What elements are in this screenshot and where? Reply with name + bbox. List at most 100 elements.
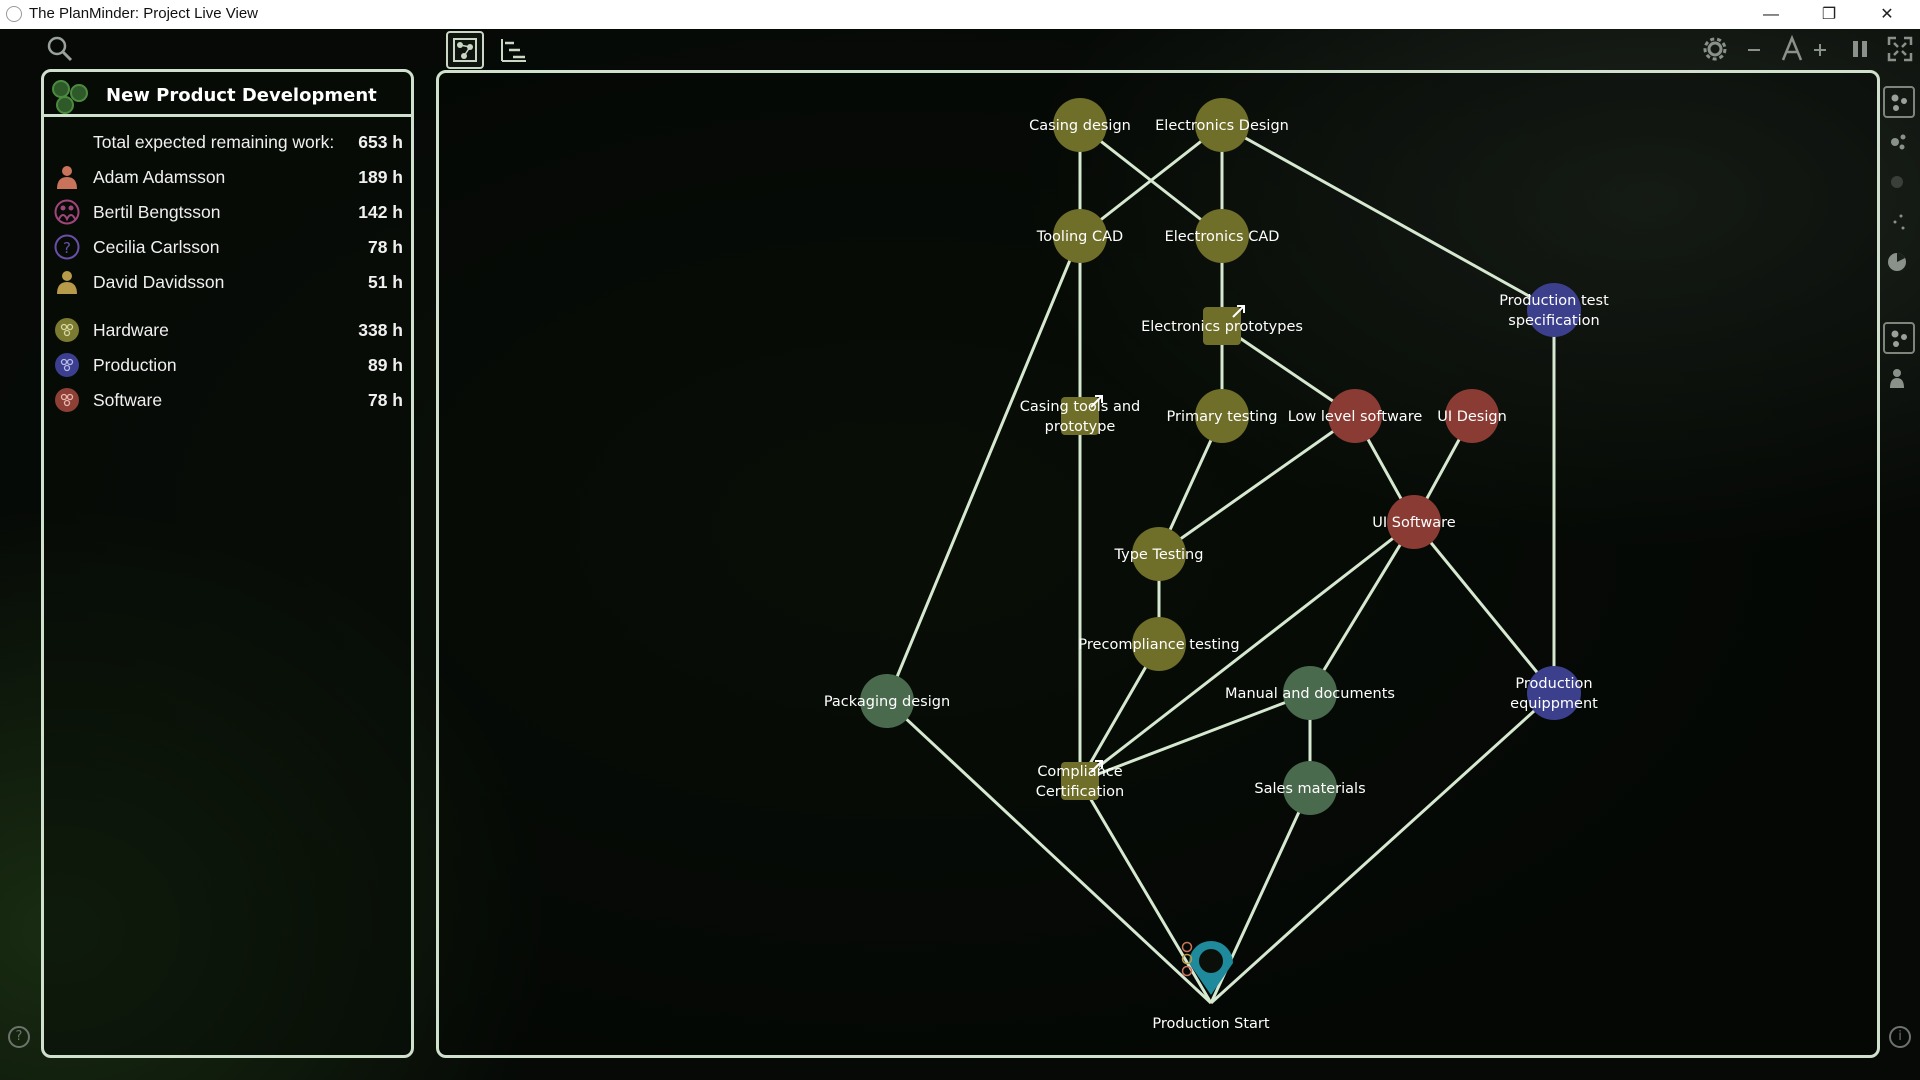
task-node-electronics-design[interactable] — [1195, 98, 1249, 152]
minimize-button[interactable]: — — [1763, 6, 1779, 23]
status-dot — [1181, 941, 1193, 953]
gantt-view-button[interactable] — [494, 31, 532, 69]
task-node-low-level-software[interactable] — [1328, 389, 1382, 443]
team-hours: 338 h — [358, 320, 403, 340]
node-label-sales-materials: Sales materials — [1254, 781, 1365, 797]
person-name: Cecilia Carlsson — [93, 237, 220, 257]
layout-view-button[interactable] — [1883, 86, 1915, 118]
search-icon[interactable] — [45, 34, 75, 64]
app-icon — [6, 6, 22, 22]
person-filter-icon[interactable] — [1883, 364, 1915, 396]
project-title: New Product Development — [106, 85, 377, 106]
task-node-tooling-cad[interactable] — [1053, 209, 1107, 263]
team-row-hardware[interactable]: Hardware 338 h — [44, 315, 411, 345]
network-view-icon — [453, 38, 477, 62]
team-hardware-icon — [54, 317, 80, 343]
edge-packaging_design-to-production_start — [885, 699, 1213, 1005]
team-name: Software — [93, 390, 163, 410]
help-icon[interactable]: ? — [8, 1026, 30, 1048]
task-node-electronics-cad[interactable] — [1195, 209, 1249, 263]
zoom-out-icon[interactable] — [1742, 34, 1766, 64]
blur-view-icon[interactable] — [1883, 168, 1915, 200]
node-label-precompliance-testing: Precompliance testing — [1078, 637, 1239, 653]
node-label-low-level-software: Low level software — [1288, 409, 1423, 425]
status-dot — [1181, 953, 1193, 965]
pie-view-icon[interactable] — [1883, 248, 1915, 280]
task-node-ui-design[interactable] — [1445, 389, 1499, 443]
person-row-bertil[interactable]: Bertil Bengtsson 142 h — [44, 197, 411, 227]
task-node-type-testing[interactable] — [1132, 527, 1186, 581]
edge-low_level_software-to-type_testing — [1158, 414, 1356, 556]
total-work-row: Total expected remaining work: 653 h — [44, 127, 411, 157]
node-label-manual-documents: Manual and documents — [1225, 686, 1395, 702]
person-icon — [54, 269, 80, 295]
project-logo-icon — [52, 80, 98, 114]
total-work-label: Total expected remaining work: — [93, 132, 335, 152]
close-button[interactable]: ✕ — [1880, 6, 1894, 23]
window-titlebar: The PlanMinder: Project Live View — ❐ ✕ — [0, 0, 1920, 29]
node-label-ui-software: UI Software — [1372, 515, 1455, 531]
edge-ui_software-to-compliance_cert — [1079, 520, 1415, 783]
edges-layer — [885, 123, 1556, 1005]
task-node-production-equipment[interactable] — [1527, 666, 1581, 720]
node-label-ui-design: UI Design — [1437, 409, 1507, 425]
team-software-icon — [54, 387, 80, 413]
person-name: David Davidsson — [93, 272, 225, 292]
team-row-software[interactable]: Software 78 h — [44, 385, 411, 415]
team-row-production[interactable]: Production 89 h — [44, 350, 411, 380]
task-node-production-start[interactable] — [1181, 941, 1234, 995]
gantt-view-icon — [501, 39, 526, 62]
team-filter-button[interactable] — [1883, 322, 1915, 354]
gear-icon[interactable] — [1700, 34, 1730, 64]
node-label-tooling-cad: Tooling CAD — [1036, 229, 1123, 245]
edge-electronics_design-to-tooling_cad — [1079, 123, 1223, 238]
pause-icon[interactable] — [1846, 34, 1874, 64]
edge-electronics_design-to-production_test_spec — [1221, 123, 1555, 312]
task-node-ui-software[interactable] — [1387, 495, 1441, 549]
node-label-type-testing: Type Testing — [1114, 547, 1204, 563]
task-node-casing-tools[interactable] — [1061, 395, 1103, 435]
info-icon[interactable]: i — [1889, 1026, 1911, 1048]
task-node-electronics-prototypes[interactable] — [1203, 305, 1245, 345]
external-link-icon — [1232, 305, 1245, 318]
edge-compliance_cert-to-production_start — [1078, 780, 1213, 1004]
team-hours: 78 h — [367, 390, 403, 410]
team-name: Production — [93, 355, 177, 375]
project-header: New Product Development — [44, 72, 411, 117]
task-node-sales-materials[interactable] — [1283, 761, 1337, 815]
person-row-cecilia[interactable]: ? Cecilia Carlsson 78 h — [44, 232, 411, 262]
person-hours: 78 h — [367, 237, 403, 257]
person-name: Bertil Bengtsson — [93, 202, 221, 222]
fullscreen-icon[interactable] — [1885, 34, 1915, 64]
group-icon — [54, 199, 80, 225]
person-hours: 51 h — [367, 272, 403, 292]
task-node-production-test-spec[interactable] — [1527, 283, 1581, 337]
node-label-primary-testing: Primary testing — [1167, 409, 1278, 425]
task-node-packaging-design[interactable] — [860, 674, 914, 728]
task-node-manual-documents[interactable] — [1283, 666, 1337, 720]
task-node-primary-testing[interactable] — [1195, 389, 1249, 443]
task-node-precompliance-testing[interactable] — [1132, 617, 1186, 671]
network-view-button[interactable] — [446, 31, 484, 69]
zoom-in-icon[interactable] — [1808, 34, 1832, 64]
person-row-adam[interactable]: Adam Adamsson 189 h — [44, 162, 411, 192]
team-production-icon — [54, 352, 80, 378]
cluster-view-icon[interactable] — [1883, 128, 1915, 160]
scatter-view-icon[interactable] — [1883, 208, 1915, 240]
maximize-button[interactable]: ❐ — [1821, 6, 1837, 23]
person-row-david[interactable]: David Davidsson 51 h — [44, 267, 411, 297]
task-node-casing-design[interactable] — [1053, 98, 1107, 152]
svg-text:?: ? — [63, 239, 71, 257]
font-icon[interactable] — [1777, 34, 1807, 64]
node-label-electronics-cad: Electronics CAD — [1165, 229, 1280, 245]
task-node-compliance-cert[interactable] — [1061, 760, 1103, 800]
node-label-production-start: Production Start — [1152, 1016, 1269, 1032]
person-hours: 142 h — [358, 202, 403, 222]
project-summary-panel: New Product Development Total expected r… — [41, 69, 414, 1058]
